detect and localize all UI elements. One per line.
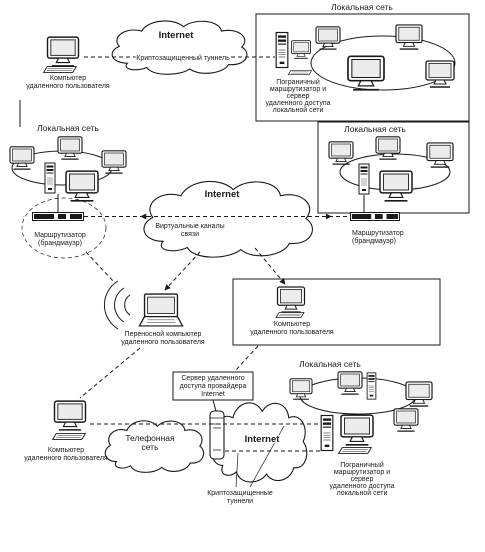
- cloud-label: Internet: [205, 189, 241, 200]
- router-icon: [32, 212, 84, 221]
- keyboard-icon: [287, 70, 313, 75]
- lan-label: Локальная сеть: [299, 359, 361, 369]
- server-icon: [209, 410, 225, 460]
- border-server-label-line-1: Пограничный: [276, 78, 320, 86]
- isp-server-label-line-2: доступа провайдера: [180, 382, 247, 390]
- border-server-label-line-3: сервер: [351, 476, 374, 483]
- border-router-server: [320, 414, 374, 454]
- channels-label-line-1: Виртуальные каналы: [155, 223, 224, 230]
- tower-pc-icon: [320, 414, 334, 452]
- remote-pc-label-line-1: Компьютер: [274, 321, 310, 328]
- border-server-label-line-2: маршрутизатор и: [270, 86, 326, 93]
- remote-user-computer: [52, 400, 87, 440]
- tower-pc-icon: [358, 163, 370, 195]
- keyboard-icon: [338, 447, 372, 454]
- border-server-label-line-1: Пограничный: [340, 461, 384, 469]
- bottom-scheme: Локальная сеть Сервер удаленного доступа…: [24, 345, 433, 506]
- isp-server-label-line-1: Сервер удаленного: [181, 375, 244, 382]
- wireless-signal-icon: [103, 280, 131, 330]
- lan-ring-link: [310, 35, 456, 91]
- phone-network-label-line-1: Телефонная: [125, 433, 175, 443]
- remote-user-computer: [43, 36, 80, 73]
- laptop-to-pc-line: [79, 347, 141, 399]
- cloud-label: Internet: [245, 434, 281, 445]
- tunnels-label-line-1: Криптозащищенные: [207, 490, 273, 497]
- tunnel-label: Криптозащищенный туннель: [136, 54, 230, 62]
- border-server-label-line-5: локальной сети: [337, 489, 388, 497]
- remote-pc-label-line-1: Компьютер: [50, 75, 86, 82]
- middle-scheme: Локальная сеть Локальная сеть Internet В…: [9, 121, 470, 346]
- phone-network-label-line-2: сеть: [141, 442, 159, 452]
- top-scheme: Internet Криптозащищенный туннель Компью…: [19, 1, 470, 127]
- left-router-label-line-1: Маршрутизатор: [34, 232, 86, 239]
- channel-to-laptop-line: [164, 251, 201, 291]
- tunnel-pointer-line: [235, 452, 239, 488]
- remote-user-computer: [275, 286, 306, 318]
- remote-pc-to-isp-line: [234, 345, 259, 372]
- channels-label-line-2: связи: [181, 231, 199, 238]
- border-server-label-line-4: удаленного доступа: [329, 483, 394, 490]
- border-server-label-line-5: локальной сети: [273, 106, 324, 114]
- left-lan-label: Локальная сеть: [37, 123, 99, 133]
- left-router-label-line-2: (брандмауэр): [38, 239, 82, 247]
- keyboard-icon: [43, 66, 77, 73]
- border-server-label-line-3: сервер: [287, 93, 310, 100]
- right-lan-label: Локальная сеть: [344, 124, 406, 134]
- keyboard-icon: [52, 433, 86, 440]
- laptop-label-line-1: Переносной компьютер: [125, 330, 202, 338]
- remote-pc-label-line-2: удаленного пользователя: [24, 455, 108, 462]
- tower-pc-icon: [44, 162, 56, 194]
- remote-pc-label-line-2: удаленного пользователя: [26, 83, 110, 90]
- laptop-icon: [138, 293, 184, 327]
- isp-server-callout-line: [212, 399, 217, 412]
- channel-to-remote-pc-line: [254, 247, 286, 285]
- tower-pc-icon: [275, 31, 289, 69]
- cloud-label: Internet: [159, 30, 195, 41]
- lan-label: Локальная сеть: [331, 2, 393, 12]
- laptop-label-line-2: удаленного пользователя: [121, 339, 205, 346]
- tunnels-label-line-2: туннели: [227, 498, 253, 505]
- lan-boundary-box: [255, 13, 470, 122]
- border-server-label-line-4: удаленного доступа: [265, 100, 330, 107]
- right-router-label-line-2: (брандмауэр): [352, 237, 396, 245]
- left-router-highlight: [21, 197, 107, 259]
- tower-pc-icon: [366, 372, 377, 400]
- tunnel-pointer-line: [249, 425, 285, 488]
- right-router-label-line-1: Маршрутизатор: [352, 230, 404, 237]
- remote-pc-label-line-2: удаленного пользователя: [250, 329, 334, 336]
- remote-pc-boundary-box: [232, 278, 441, 346]
- isp-server-label-line-3: Internet: [201, 391, 225, 398]
- remote-pc-label-line-1: Компьютер: [48, 447, 84, 454]
- border-server-label-line-2: маршрутизатор и: [334, 469, 390, 476]
- router-icon: [350, 212, 400, 221]
- keyboard-icon: [275, 312, 305, 318]
